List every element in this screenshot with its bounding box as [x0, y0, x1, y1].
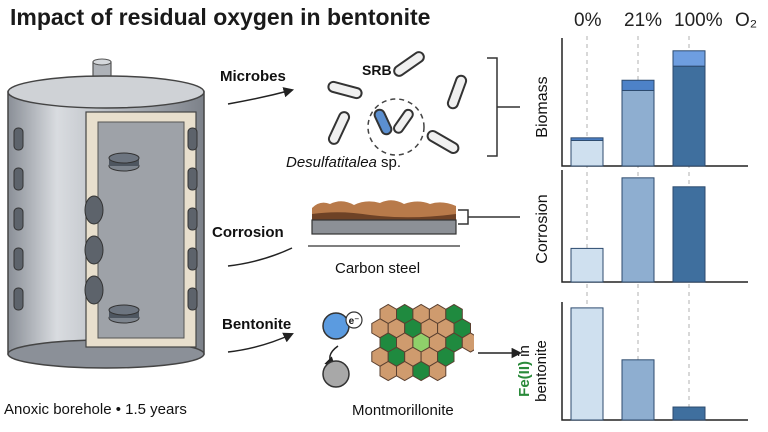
biomass-bar-top	[621, 79, 655, 91]
biomass-axis-label: Biomass	[534, 76, 551, 138]
fe-axis-label: Fe(II) in bentonite	[516, 316, 550, 426]
carbon-steel-plate	[311, 219, 457, 235]
corrosion-bar	[570, 247, 604, 283]
corrosion-bar	[621, 177, 655, 283]
species-label: Desulfatitalea sp.	[286, 154, 401, 171]
bentonite-arrow	[227, 332, 294, 353]
microbes-illustration	[327, 51, 468, 156]
steel-coupons	[108, 152, 140, 324]
corrosion-layer-inner	[312, 212, 456, 220]
corrosion-arrow	[227, 247, 293, 267]
borehole-holes	[13, 127, 198, 311]
fe-in-text: in	[516, 345, 533, 361]
bentonite-label: Bentonite	[222, 316, 292, 333]
species-suffix: sp.	[376, 154, 402, 171]
corrosion-illustration	[308, 200, 460, 247]
corrosion-label: Corrosion	[212, 224, 284, 241]
biomass-bar-base	[621, 89, 655, 167]
electron-symbol: e⁻	[349, 316, 360, 327]
borehole-illustration	[7, 58, 205, 369]
montmorillonite-hexgrid	[371, 303, 474, 382]
corrosion-axis-label: Corrosion	[534, 194, 551, 264]
carbon-steel-label: Carbon steel	[335, 260, 421, 277]
borehole-caption: Anoxic borehole • 1.5 years	[4, 401, 187, 418]
biomass-bracket	[487, 57, 520, 157]
fe-ion-reduced	[322, 360, 350, 388]
biomass-bar-top	[672, 50, 706, 67]
hex-cell	[428, 360, 447, 382]
electron-icon	[345, 311, 363, 329]
microbes-arrow	[227, 87, 295, 105]
fe-bentonite-text: bentonite	[533, 340, 550, 402]
hex-cell	[461, 332, 474, 353]
fe-ii-bar	[672, 406, 706, 421]
srb-circle	[367, 98, 425, 156]
biomass-bar-top	[570, 137, 604, 141]
microbes-label: Microbes	[220, 68, 286, 85]
oxygen-label-0: 0%	[574, 10, 602, 31]
species-genus: Desulfatitalea	[286, 154, 377, 171]
fe-ii-text: Fe(II)	[516, 361, 533, 397]
oxygen-unit: O₂	[735, 10, 758, 31]
biomass-bar-base	[570, 139, 604, 167]
bacteria	[327, 51, 468, 154]
montmorillonite-label: Montmorillonite	[352, 402, 454, 419]
desulfatitalea-cell	[373, 108, 393, 136]
figure-title: Impact of residual oxygen in bentonite	[10, 4, 431, 30]
oxygen-label-100: 100%	[674, 10, 723, 31]
oxygen-label-21: 21%	[624, 10, 663, 31]
fe-ii-bar	[570, 307, 604, 421]
srb-label: SRB	[362, 62, 392, 78]
fe-ii-bar	[621, 359, 655, 421]
corrosion-bar	[672, 186, 706, 283]
corrosion-bracket	[458, 209, 520, 225]
borehole-lid	[7, 75, 205, 109]
biomass-bar-base	[672, 65, 706, 167]
bentonite-illustration: e⁻	[322, 303, 474, 388]
